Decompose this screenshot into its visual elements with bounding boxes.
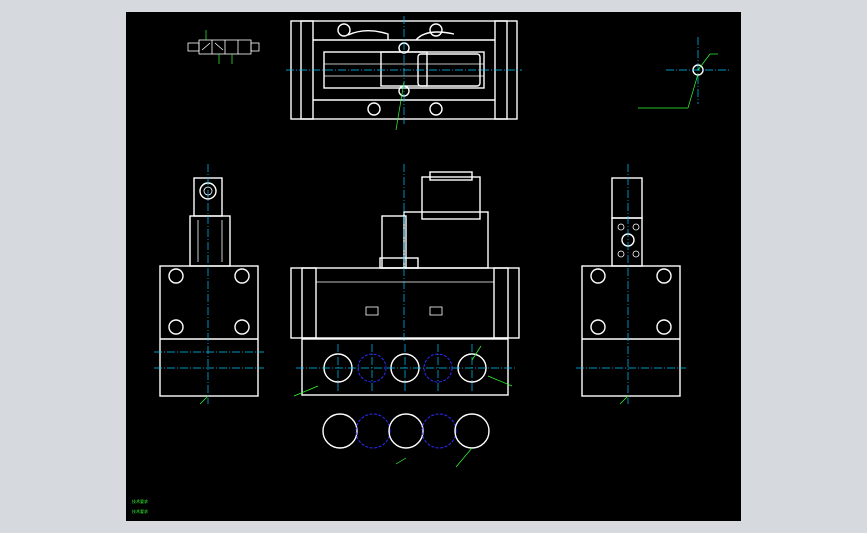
right-side-view <box>576 164 686 404</box>
cad-drawing: 技术要求 技术要求 <box>132 16 731 514</box>
valve-symbol <box>187 30 260 64</box>
lower-port-circles <box>322 413 490 468</box>
note-2: 技术要求 <box>132 508 148 514</box>
port-row <box>296 338 516 396</box>
drawing-canvas[interactable]: 技术要求 技术要求 <box>126 12 741 521</box>
left-side-view <box>154 164 264 404</box>
front-view <box>290 164 520 342</box>
crosshair-symbol <box>638 37 731 109</box>
note-1: 技术要求 <box>132 498 148 504</box>
dimension-leaders <box>199 385 629 405</box>
top-view <box>286 16 522 131</box>
